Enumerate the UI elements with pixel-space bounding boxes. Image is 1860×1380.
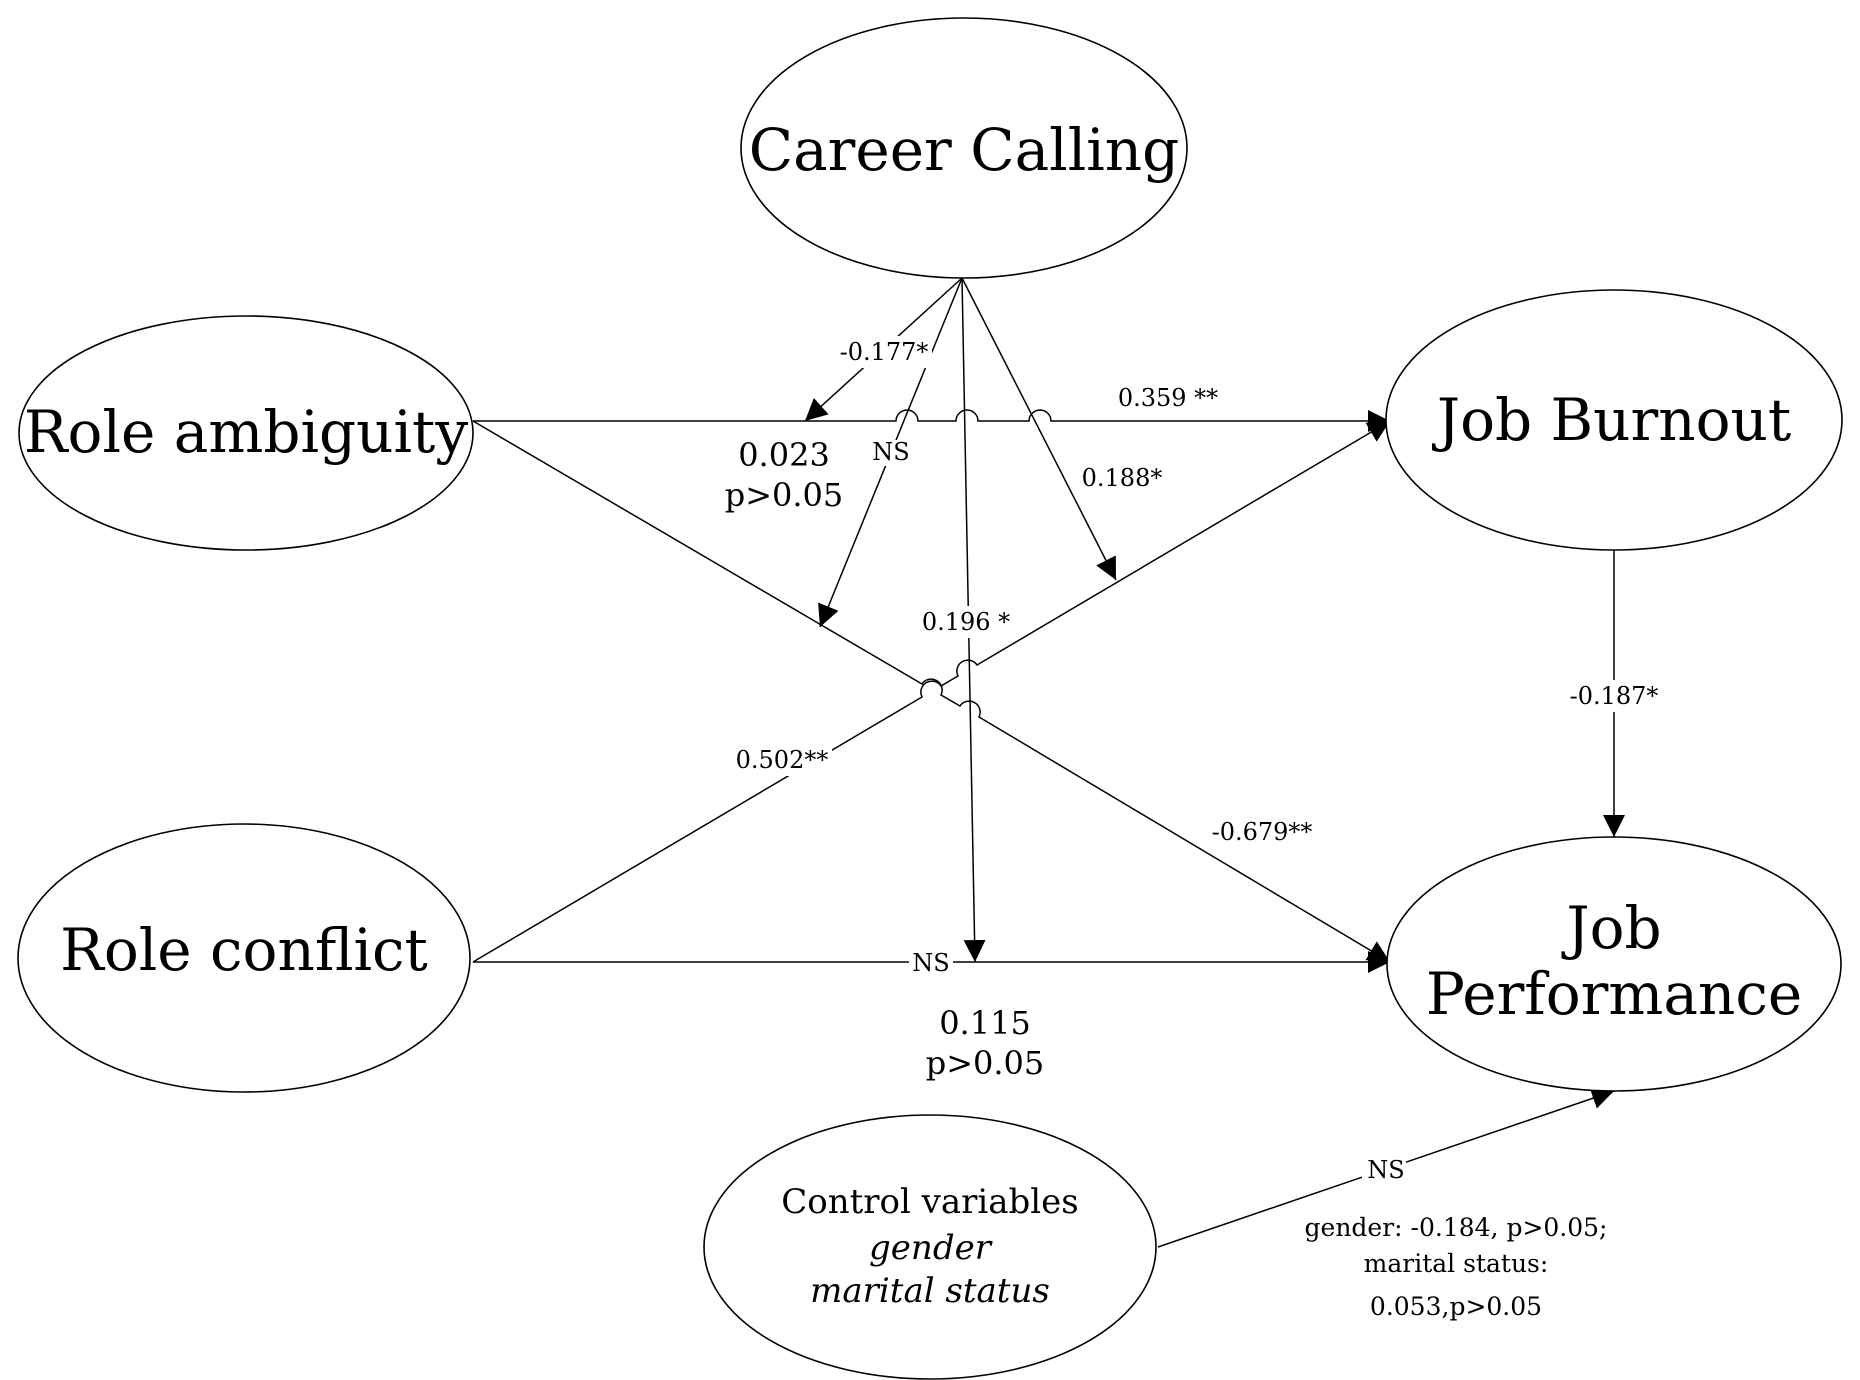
node-job-burnout-label: Job Burnout: [1432, 386, 1791, 454]
node-role-ambiguity: Role ambiguity: [18, 315, 474, 551]
node-role-conflict-label: Role conflict: [60, 916, 428, 984]
node-job-performance-label-2: Performance: [1426, 960, 1802, 1028]
label-cc-on-rc-jb: 0.188*: [1082, 464, 1163, 492]
node-control-var-gender: gender: [869, 1228, 993, 1268]
node-role-conflict: Role conflict: [17, 823, 471, 1093]
node-control-var-marital: marital status: [810, 1271, 1050, 1311]
control-note-line-2: marital status:: [1364, 1249, 1549, 1278]
node-role-ambiguity-label: Role ambiguity: [24, 398, 468, 466]
label-rc-to-jb: 0.502**: [736, 746, 829, 774]
label-ra-to-jp: -0.679**: [1212, 818, 1313, 846]
label-rc-jp-p: p>0.05: [926, 1044, 1045, 1082]
label-cc-on-ra-jp: NS: [872, 438, 909, 466]
label-cc-on-rc-jp: 0.196 *: [922, 608, 1010, 636]
node-job-performance: Job Performance: [1386, 836, 1842, 1092]
node-control-variables: Control variables gender marital status: [703, 1114, 1157, 1380]
node-career-calling-label: Career Calling: [749, 116, 1180, 184]
control-note-line-3: 0.053,p>0.05: [1370, 1292, 1542, 1321]
label-rc-to-jp: NS: [912, 949, 949, 977]
edge-role-ambiguity-to-job-burnout: [473, 409, 1390, 432]
label-ra-jb-mod-value: 0.023: [738, 436, 830, 474]
node-control-title: Control variables: [781, 1182, 1079, 1222]
node-career-calling: Career Calling: [740, 17, 1188, 279]
label-rc-jp-value: 0.115: [939, 1004, 1031, 1042]
node-job-burnout: Job Burnout: [1385, 289, 1843, 551]
label-ra-to-jb: 0.359 **: [1118, 384, 1218, 412]
control-note-line-1: gender: -0.184, p>0.05;: [1305, 1213, 1608, 1242]
label-control-to-jp: NS: [1367, 1156, 1404, 1184]
label-ra-jb-mod-p: p>0.05: [725, 476, 844, 514]
node-job-performance-label-1: Job: [1561, 894, 1661, 962]
label-jb-to-jp: -0.187*: [1570, 682, 1659, 710]
label-cc-on-ra-jb: -0.177*: [840, 338, 929, 366]
edge-role-ambiguity-to-job-performance: [472, 420, 1391, 963]
edge-career-calling-on-rc-jb: [961, 277, 1117, 581]
